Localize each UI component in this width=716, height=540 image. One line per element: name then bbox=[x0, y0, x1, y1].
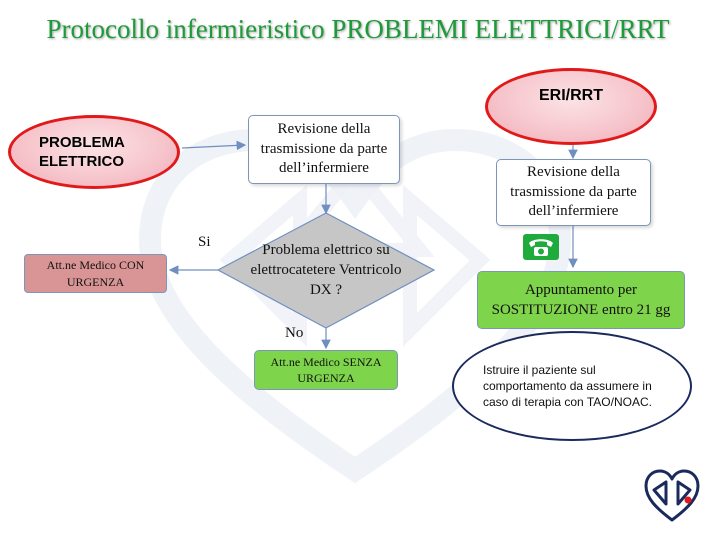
medico-con-urgenza-label: Att.ne Medico CON URGENZA bbox=[46, 258, 145, 289]
arrow-problema-to-revisione bbox=[181, 140, 247, 151]
appuntamento-label: Appuntamento per SOSTITUZIONE entro 21 g… bbox=[491, 281, 671, 318]
revisione-right-node: Revisione della trasmissione da parte de… bbox=[496, 159, 651, 226]
problema-elettrico-label: PROBLEMA ELETTRICO bbox=[39, 133, 125, 171]
telephone-glyph-icon bbox=[529, 239, 553, 256]
medico-senza-urgenza-label: Att.ne Medico SENZA URGENZA bbox=[270, 354, 382, 385]
appuntamento-node: Appuntamento per SOSTITUZIONE entro 21 g… bbox=[477, 271, 685, 329]
problema-elettrico-node: PROBLEMA ELETTRICO bbox=[8, 115, 180, 189]
medico-senza-urgenza-node: Att.ne Medico SENZA URGENZA bbox=[254, 350, 398, 390]
eri-rrt-node: ERI/RRT bbox=[485, 68, 657, 145]
revisione-left-label: Revisione della trasmissione da parte de… bbox=[260, 120, 388, 177]
revisione-left-node: Revisione della trasmissione da parte de… bbox=[248, 115, 400, 184]
no-label: No bbox=[285, 325, 304, 341]
decision-label: Problema elettrico su elettrocatetere Ve… bbox=[250, 242, 402, 298]
page-title: Protocollo infermieristico PROBLEMI ELET… bbox=[46, 14, 670, 44]
telephone-icon bbox=[523, 234, 559, 260]
eri-rrt-label: ERI/RRT bbox=[539, 86, 603, 104]
decision-label-wrap: Problema elettrico su elettrocatetere Ve… bbox=[242, 240, 410, 302]
revisione-right-label: Revisione della trasmissione da parte de… bbox=[510, 163, 637, 220]
si-label: Si bbox=[198, 234, 211, 250]
istruire-label: Istruire il paziente sul comportamento d… bbox=[483, 362, 652, 410]
medico-con-urgenza-node: Att.ne Medico CON URGENZA bbox=[24, 254, 167, 293]
istruire-node: Istruire il paziente sul comportamento d… bbox=[452, 331, 692, 441]
